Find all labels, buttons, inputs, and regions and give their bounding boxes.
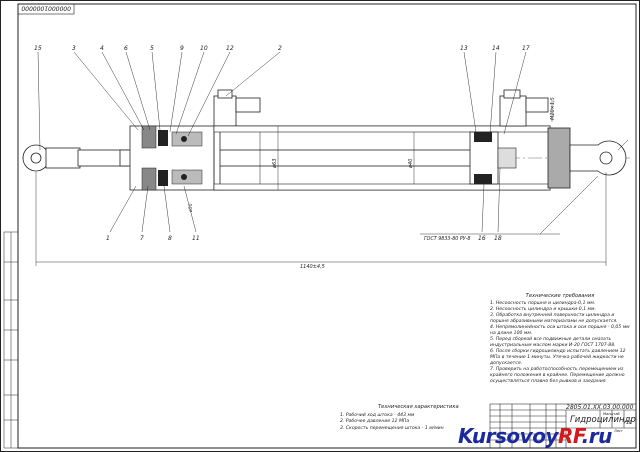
part-number: 16: [478, 235, 486, 242]
inner-frame: [17, 3, 637, 449]
part-number: 7: [140, 235, 144, 242]
part-number: 18: [494, 235, 502, 242]
tech-chars-heading: Техническая характеристика: [378, 404, 459, 410]
code-box: [17, 3, 75, 15]
left-stamp-column: [3, 231, 19, 449]
rear-port: [499, 89, 549, 127]
technical-characteristics: Техническая характеристика 1. Рабочий хо…: [340, 404, 490, 432]
part-number: 2: [278, 45, 282, 52]
part-number: 9: [180, 45, 184, 52]
front-gland: [129, 125, 221, 191]
tech-chars-item: 2. Рабочее давление 12 МПа: [340, 419, 410, 425]
part-number: 12: [226, 45, 234, 52]
part-number: 6: [124, 45, 128, 52]
dim-overall-line: [35, 100, 607, 266]
front-port: [213, 89, 261, 127]
piston: [469, 131, 517, 185]
sheet-count: 11: [626, 420, 632, 426]
rod-eye-left: [22, 144, 129, 172]
sheet-scale-label: Масштаб: [603, 412, 620, 416]
tech-req-heading: Технические требования: [525, 293, 595, 299]
tech-req-item: 7. Проверить на работоспособность переме…: [490, 367, 625, 384]
code-rotated: 0000001000000: [21, 5, 71, 12]
part-number: 15: [34, 45, 42, 52]
dim-overall: 1140±4,5: [300, 264, 325, 270]
tech-req-item: 3. Обработка внутренней поверхности цили…: [490, 313, 618, 324]
part-number: 8: [168, 235, 172, 242]
brand-main: Kursovoy: [458, 424, 558, 448]
drawing-title: Гидроцилиндр: [570, 415, 636, 425]
doc-code: 2805.01.XX.03.00.000: [566, 404, 634, 411]
part-number: 4: [100, 45, 104, 52]
part-number-labels: 15 3 4 6 5 9 10 12 2 13 14 17 1 7 8 11 1…: [34, 45, 530, 242]
dim-thread: M20×1,5: [550, 97, 556, 120]
part-number: 3: [72, 45, 76, 52]
tech-chars-item: 1. Рабочий ход штока - 443 мм: [340, 413, 415, 419]
brand-suffix: .ru: [581, 424, 613, 448]
sheet-label: Лист: [613, 429, 624, 433]
brand-accent: RF: [557, 424, 582, 448]
dim-bore: ø63: [272, 159, 278, 169]
part-number: 14: [492, 45, 500, 52]
part-number: 1: [106, 235, 110, 242]
watermark-logo[interactable]: KursovoyRF.ru: [458, 424, 612, 448]
part-number: 11: [192, 235, 200, 242]
part-number: 5: [150, 45, 154, 52]
dim-rod: ø40: [408, 159, 414, 169]
title-block: [489, 403, 637, 449]
leader-lines: [37, 51, 629, 233]
rear-cap: [547, 127, 627, 189]
part-number: 13: [460, 45, 468, 52]
tech-chars-item: 3. Скорость перемещения штока - 1 м/мин: [340, 425, 444, 431]
part-number: 10: [200, 45, 208, 52]
part-number: 17: [522, 45, 530, 52]
tech-req-item: 4. Непрямолинейность оси штока и оси пор…: [490, 325, 630, 336]
tech-req-item: 1. Несоосность поршня и цилиндра-0,1 мм.: [490, 301, 596, 306]
seal-note: ГОСТ 9833-80 РУ-8: [424, 236, 470, 242]
tech-req-item: 6. После сборки гидроцилиндр испытать да…: [490, 349, 626, 366]
technical-requirements: Технические требования 1. Несоосность по…: [490, 293, 630, 385]
dim-note: ø50: [188, 203, 194, 213]
tech-req-item: 2. Несоосность цилиндра и крышки-0,1 мм.: [490, 307, 596, 312]
tech-req-item: 5. Перед сборкой все подвижные детали см…: [490, 337, 616, 348]
